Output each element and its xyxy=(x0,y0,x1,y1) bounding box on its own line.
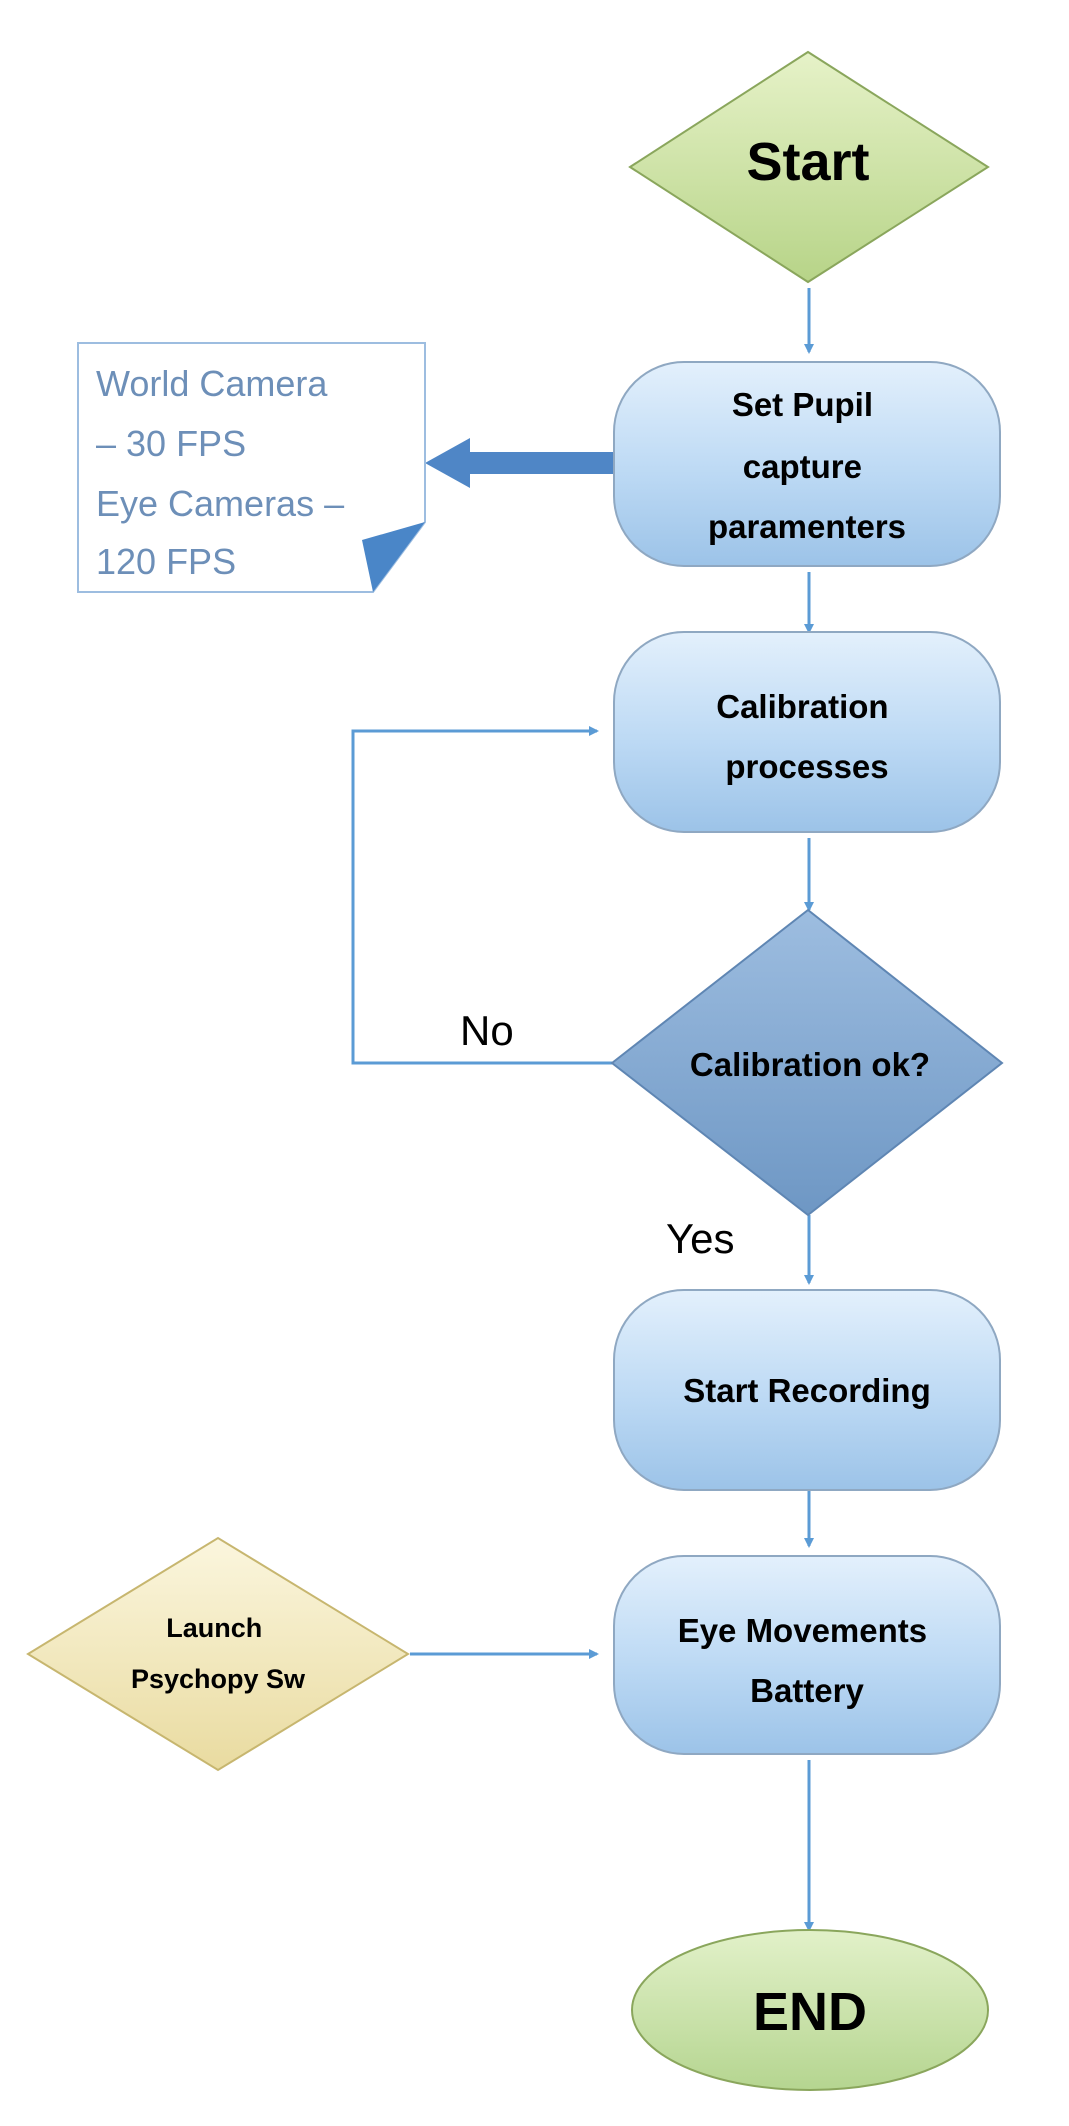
launch-psychopy-node: Launch Psychopy Sw xyxy=(26,1536,410,1772)
start-node: Start xyxy=(628,50,990,284)
thick-arrow-to-note xyxy=(425,438,616,488)
set-pupil-line-3: paramenters xyxy=(708,508,906,545)
note-line-4: 120 FPS xyxy=(96,541,236,582)
calibration-line-2: processes xyxy=(725,748,888,785)
start-recording-label: Start Recording xyxy=(683,1372,931,1409)
yes-label: Yes xyxy=(666,1215,735,1262)
set-pupil-line-1: Set Pupil xyxy=(732,386,873,423)
note-text: World Camera – 30 FPS Eye Cameras – 120 … xyxy=(96,363,354,582)
eye-movements-line-2: Battery xyxy=(750,1672,864,1709)
end-node: END xyxy=(631,1929,989,2091)
set-pupil-line-2: capture xyxy=(743,448,862,485)
calibration-line-1: Calibration xyxy=(716,688,888,725)
launch-psychopy-label: Launch Psychopy Sw xyxy=(131,1613,306,1694)
no-label: No xyxy=(460,1007,514,1054)
note-line-1: World Camera xyxy=(96,363,328,404)
eye-movements-node: Eye Movements Battery xyxy=(613,1555,1001,1755)
calibration-ok-label: Calibration ok? xyxy=(690,1046,930,1083)
connector-no-loop xyxy=(351,726,612,1065)
calibration-node: Calibration processes xyxy=(613,631,1001,833)
eye-movements-line-1: Eye Movements xyxy=(678,1612,927,1649)
set-pupil-node: Set Pupil capture paramenters xyxy=(613,361,1001,567)
note-line-2: – 30 FPS xyxy=(96,423,246,464)
camera-note: World Camera – 30 FPS Eye Cameras – 120 … xyxy=(77,342,426,593)
start-label: Start xyxy=(746,132,869,192)
launch-line-1: Launch xyxy=(166,1613,262,1643)
connectors xyxy=(351,288,814,1932)
start-recording-node: Start Recording xyxy=(613,1289,1001,1491)
eye-movements-label: Eye Movements Battery xyxy=(678,1612,937,1709)
end-label: END xyxy=(753,1982,867,2042)
calibration-ok-decision: Calibration ok? xyxy=(610,908,1004,1217)
note-line-3: Eye Cameras – xyxy=(96,483,344,524)
set-pupil-label: Set Pupil capture paramenters xyxy=(708,386,906,545)
note-page-curl xyxy=(362,522,425,592)
launch-line-2: Psychopy Sw xyxy=(131,1664,306,1694)
calibration-label: Calibration processes xyxy=(716,688,898,785)
